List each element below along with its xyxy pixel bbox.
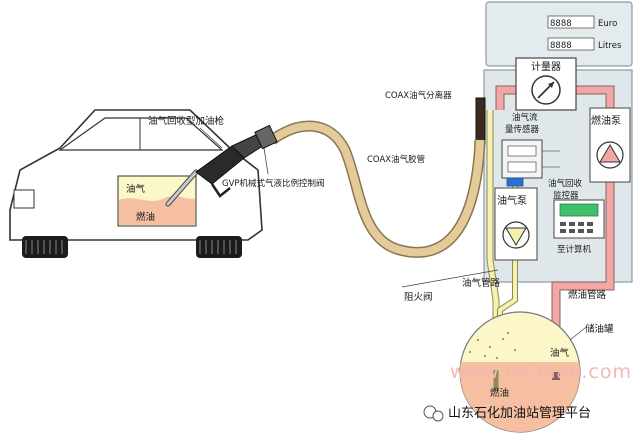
fuel-pipe-label: 燃油管路 [568,289,607,301]
fuel-nozzle: 油气回收型加油枪 [148,115,278,207]
meter-label: 计量器 [531,60,561,73]
car-fuel-label: 燃油 [136,211,155,223]
coax-separator: COAX油气分离器 [385,90,486,145]
coax-hose-label: COAX油气胶管 [367,154,425,165]
unit-litres: Litres [598,41,622,51]
wechat-icon [423,405,444,422]
monitor-label-1: 油气回收 [548,178,583,189]
svg-text:8888: 8888 [550,19,572,29]
flame-arrester-label: 阻火阀 [404,291,433,303]
monitor-label-2: 监控器 [553,190,579,201]
tank-fuel-label: 燃油 [490,387,509,399]
car [9,109,263,258]
coax-hose: COAX油气胶管 [268,120,486,258]
flow-sensor-label-2: 量传感器 [505,124,540,135]
watermark: www.baimao.com [450,361,632,383]
brand-text: 山东石化加油站管理平台 [448,406,591,421]
flow-sensor-label-1: 油气流 [512,112,538,123]
gvp-valve-label: GVP机械式气液比例控制阀 [222,178,325,189]
price-display: 8888 8888 Euro Litres [547,15,622,51]
vapor-pump-label: 油气泵 [497,194,527,207]
dispenser-head: 8888 8888 Euro Litres [485,1,633,67]
nozzle-label: 油气回收型加油枪 [148,115,225,127]
flame-arrester: 阻火阀 [401,269,499,303]
to-computer-label: 至计算机 [557,244,592,255]
flow-sensor: 油气流 量传感器 [501,112,560,187]
fuel-pump-label: 燃油泵 [591,114,621,127]
fuel-pump: 燃油泵 [589,107,631,183]
gvp-valve: GVP机械式气液比例控制阀 [222,147,325,189]
tank-vapor-label: 油气 [550,347,570,359]
car-fuel-tank: 油气 燃油 [117,175,197,227]
vapor-pump: 油气泵 [494,187,538,261]
meter: 计量器 [515,57,577,111]
unit-euro: Euro [598,19,617,29]
car-vapor-label: 油气 [126,183,146,195]
vapor-pipe-label: 油气管路 [462,277,501,289]
coax-separator-label: COAX油气分离器 [385,90,452,101]
fuel-pipe [495,85,615,380]
brand-footer: 山东石化加油站管理平台 [423,405,591,422]
tank-label: 储油罐 [585,323,614,335]
svg-text:8888: 8888 [550,41,572,51]
vapor-recovery-monitor: 油气回收 监控器 至计算机 [548,178,605,255]
